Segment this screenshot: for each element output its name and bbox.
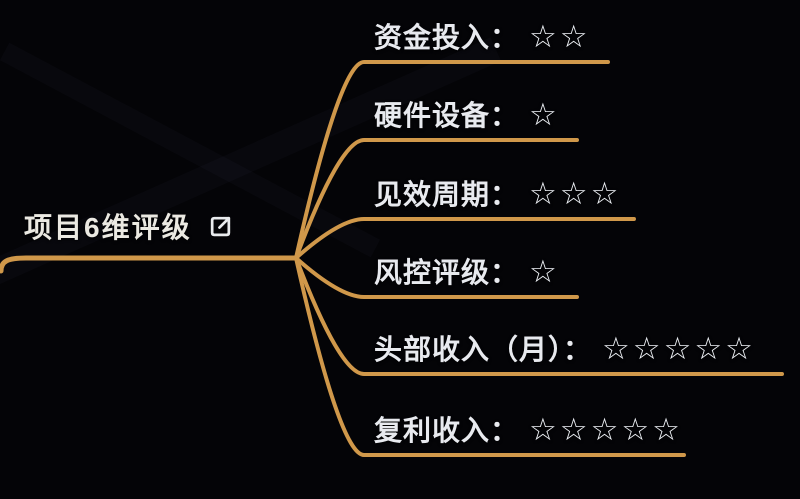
branch-node-4[interactable]: 风控评级： ☆	[374, 251, 560, 291]
branch-node-6[interactable]: 复利收入： ☆☆☆☆☆	[374, 409, 683, 449]
branch-star-rating: ☆☆	[529, 19, 591, 54]
branch-label: 见效周期：	[374, 179, 520, 210]
branch-star-rating: ☆	[529, 254, 560, 289]
branch-line-6	[294, 256, 686, 457]
branch-node-1[interactable]: 资金投入： ☆☆	[374, 16, 591, 56]
trunk-line	[0, 255, 299, 274]
branch-line-2	[294, 138, 579, 260]
branch-label: 风控评级：	[374, 257, 520, 288]
branch-line-4	[294, 256, 579, 299]
branch-line-3	[294, 217, 636, 260]
branch-star-rating: ☆☆☆	[529, 176, 622, 211]
branch-star-rating: ☆☆☆☆☆	[529, 412, 683, 447]
branch-line-1	[294, 60, 610, 260]
branch-line-5	[294, 256, 784, 376]
branch-label: 硬件设备：	[374, 100, 520, 131]
branch-label: 复利收入：	[374, 415, 520, 446]
branch-label: 资金投入：	[374, 22, 520, 53]
branch-label: 头部收入（月）：	[374, 334, 593, 365]
branch-star-rating: ☆	[529, 97, 560, 132]
root-node-label: 项目6维评级	[24, 212, 192, 243]
branch-star-rating: ☆☆☆☆☆	[602, 331, 756, 366]
branch-node-2[interactable]: 硬件设备： ☆	[374, 94, 560, 134]
external-link-icon[interactable]	[208, 214, 233, 239]
branch-node-5[interactable]: 头部收入（月）： ☆☆☆☆☆	[374, 328, 756, 368]
branch-node-3[interactable]: 见效周期： ☆☆☆	[374, 173, 621, 213]
root-node-project-rating[interactable]: 项目6维评级	[24, 206, 233, 246]
